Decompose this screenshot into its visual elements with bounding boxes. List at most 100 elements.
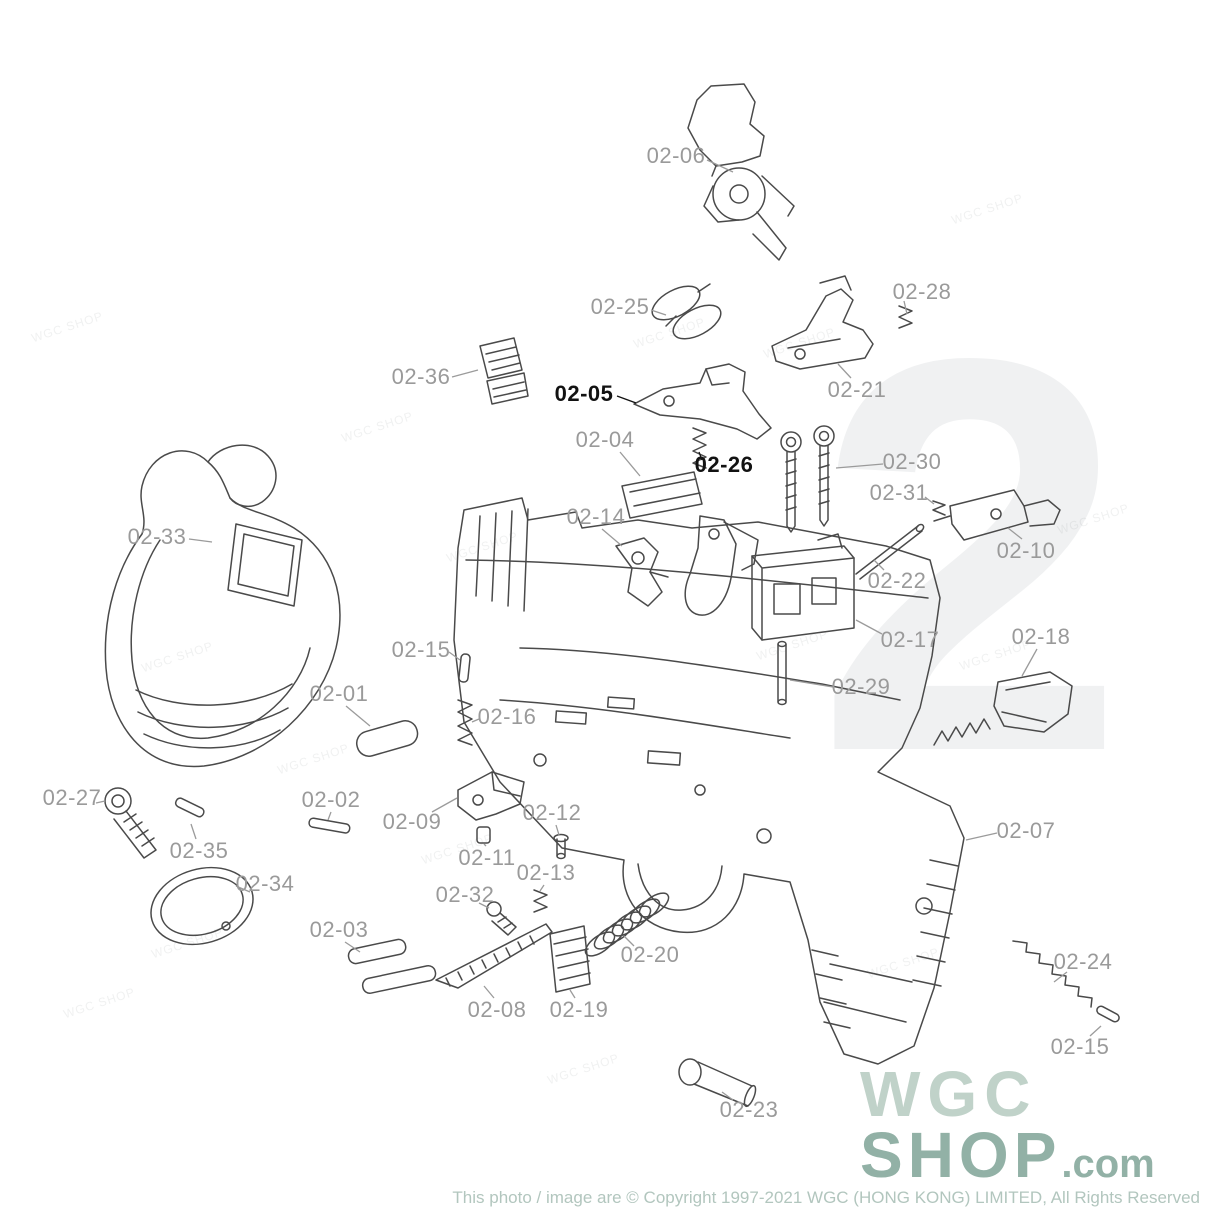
leader-line-02-11 bbox=[483, 843, 487, 847]
part-art-lever-02-14 bbox=[615, 537, 669, 607]
leader-line-02-29 bbox=[789, 679, 834, 688]
leader-line-02-26 bbox=[698, 451, 703, 461]
leader-line-02-15 bbox=[1089, 1025, 1102, 1037]
part-art-block-02-36 bbox=[479, 337, 529, 405]
leader-line-02-04 bbox=[619, 451, 641, 477]
part-label-02-09: 02-09 bbox=[382, 809, 442, 834]
leader-line-02-31 bbox=[924, 496, 935, 505]
part-label-02-32: 02-32 bbox=[435, 882, 495, 907]
part-label-02-28: 02-28 bbox=[892, 279, 952, 304]
leader-line-02-25 bbox=[650, 309, 667, 316]
part-label-02-29: 02-29 bbox=[831, 674, 891, 699]
part-art-safety-02-21 bbox=[771, 275, 874, 370]
leader-line-02-02 bbox=[327, 811, 332, 821]
part-art-slide-stop-02-10 bbox=[933, 489, 1061, 541]
part-label-02-01: 02-01 bbox=[309, 681, 369, 706]
part-label-02-21: 02-21 bbox=[827, 377, 887, 402]
leader-line-02-03 bbox=[344, 941, 361, 953]
part-label-02-25: 02-25 bbox=[590, 294, 650, 319]
part-label-02-26: 02-26 bbox=[694, 452, 754, 477]
part-label-02-16: 02-16 bbox=[477, 704, 537, 729]
leader-line-02-07 bbox=[965, 832, 998, 841]
part-art-housing-02-17 bbox=[751, 533, 855, 641]
leader-line-02-10 bbox=[1007, 527, 1023, 540]
part-label-02-22: 02-22 bbox=[867, 568, 927, 593]
part-art-screws-02-30 bbox=[780, 425, 835, 533]
part-label-02-06: 02-06 bbox=[646, 143, 706, 168]
leader-line-02-01 bbox=[345, 705, 371, 727]
part-label-02-03: 02-03 bbox=[309, 917, 369, 942]
part-art-pin-02-15a bbox=[458, 653, 471, 683]
part-label-02-35: 02-35 bbox=[169, 838, 229, 863]
part-art-pin-02-29 bbox=[777, 640, 787, 706]
part-label-02-15: 02-15 bbox=[391, 637, 451, 662]
part-label-02-07: 02-07 bbox=[996, 818, 1056, 843]
leader-line-02-05 bbox=[616, 395, 637, 404]
leader-line-02-17 bbox=[855, 619, 883, 635]
logo-wgc-text: WGC bbox=[860, 1058, 1038, 1130]
leader-line-02-06 bbox=[706, 159, 734, 173]
part-label-02-02: 02-02 bbox=[301, 787, 361, 812]
part-art-cover-02-34 bbox=[150, 866, 254, 946]
part-art-pin-02-15b bbox=[1096, 1005, 1120, 1023]
leader-line-02-14 bbox=[601, 528, 623, 547]
leader-line-02-13 bbox=[539, 884, 545, 892]
leader-line-02-22 bbox=[873, 559, 885, 571]
part-art-pin-02-23 bbox=[678, 1058, 757, 1108]
part-label-02-27: 02-27 bbox=[42, 785, 102, 810]
leader-line-02-34 bbox=[235, 885, 251, 893]
leader-line-02-21 bbox=[837, 363, 852, 379]
wgcshop-logo: WGC SHOP.com bbox=[860, 1058, 1155, 1187]
part-art-rail-02-08 bbox=[435, 923, 553, 989]
part-art-spring-02-24 bbox=[1012, 940, 1093, 1008]
part-art-spring-02-16 bbox=[457, 699, 473, 746]
part-art-mag-catch-02-18 bbox=[933, 671, 1073, 746]
part-art-pin-02-01 bbox=[355, 720, 419, 757]
part-art-screw-02-27 bbox=[104, 787, 157, 859]
leader-line-02-28 bbox=[903, 300, 908, 315]
part-label-02-34: 02-34 bbox=[235, 871, 295, 896]
part-art-pin-02-11 bbox=[476, 826, 491, 844]
part-label-02-17: 02-17 bbox=[880, 627, 940, 652]
part-label-02-05: 02-05 bbox=[554, 381, 614, 406]
part-art-hammer-02-06 bbox=[687, 83, 795, 261]
leader-line-02-35 bbox=[190, 823, 197, 840]
leader-line-02-36 bbox=[451, 369, 479, 378]
leader-line-02-15 bbox=[448, 651, 461, 661]
logo-shop-line: SHOP.com bbox=[860, 1123, 1155, 1187]
part-label-02-31: 02-31 bbox=[869, 480, 929, 505]
part-art-spring-02-28 bbox=[898, 305, 913, 329]
part-art-spring-02-31 bbox=[932, 500, 946, 516]
part-label-02-12: 02-12 bbox=[522, 800, 582, 825]
part-art-trigger bbox=[684, 515, 759, 616]
logo-shop-text: SHOP bbox=[860, 1118, 1062, 1191]
part-art-spring-02-20 bbox=[584, 892, 670, 957]
part-label-02-36: 02-36 bbox=[391, 364, 451, 389]
part-art-grip-02-33 bbox=[104, 444, 341, 768]
part-label-02-15: 02-15 bbox=[1050, 1034, 1110, 1059]
part-art-spring-02-26 bbox=[692, 427, 707, 469]
part-art-frame-02-07 bbox=[453, 497, 965, 1065]
leader-line-02-12 bbox=[555, 824, 560, 836]
part-label-02-13: 02-13 bbox=[516, 860, 576, 885]
part-label-02-19: 02-19 bbox=[549, 997, 609, 1022]
part-label-02-20: 02-20 bbox=[620, 942, 680, 967]
leader-line-02-16 bbox=[471, 718, 480, 723]
part-art-spring-02-13 bbox=[533, 889, 548, 913]
part-art-block-02-04 bbox=[621, 471, 703, 519]
part-label-02-04: 02-04 bbox=[575, 427, 635, 452]
part-label-02-33: 02-33 bbox=[127, 524, 187, 549]
part-label-02-23: 02-23 bbox=[719, 1097, 779, 1122]
part-art-springs-02-25 bbox=[651, 283, 722, 340]
logo-com-text: .com bbox=[1061, 1141, 1155, 1186]
leader-line-02-09 bbox=[431, 797, 458, 813]
part-label-02-11: 02-11 bbox=[458, 845, 516, 870]
leader-line-02-33 bbox=[188, 538, 213, 543]
part-art-pin-02-35 bbox=[174, 797, 205, 818]
leader-line-02-27 bbox=[95, 800, 106, 804]
part-art-pin-02-12 bbox=[553, 833, 569, 860]
